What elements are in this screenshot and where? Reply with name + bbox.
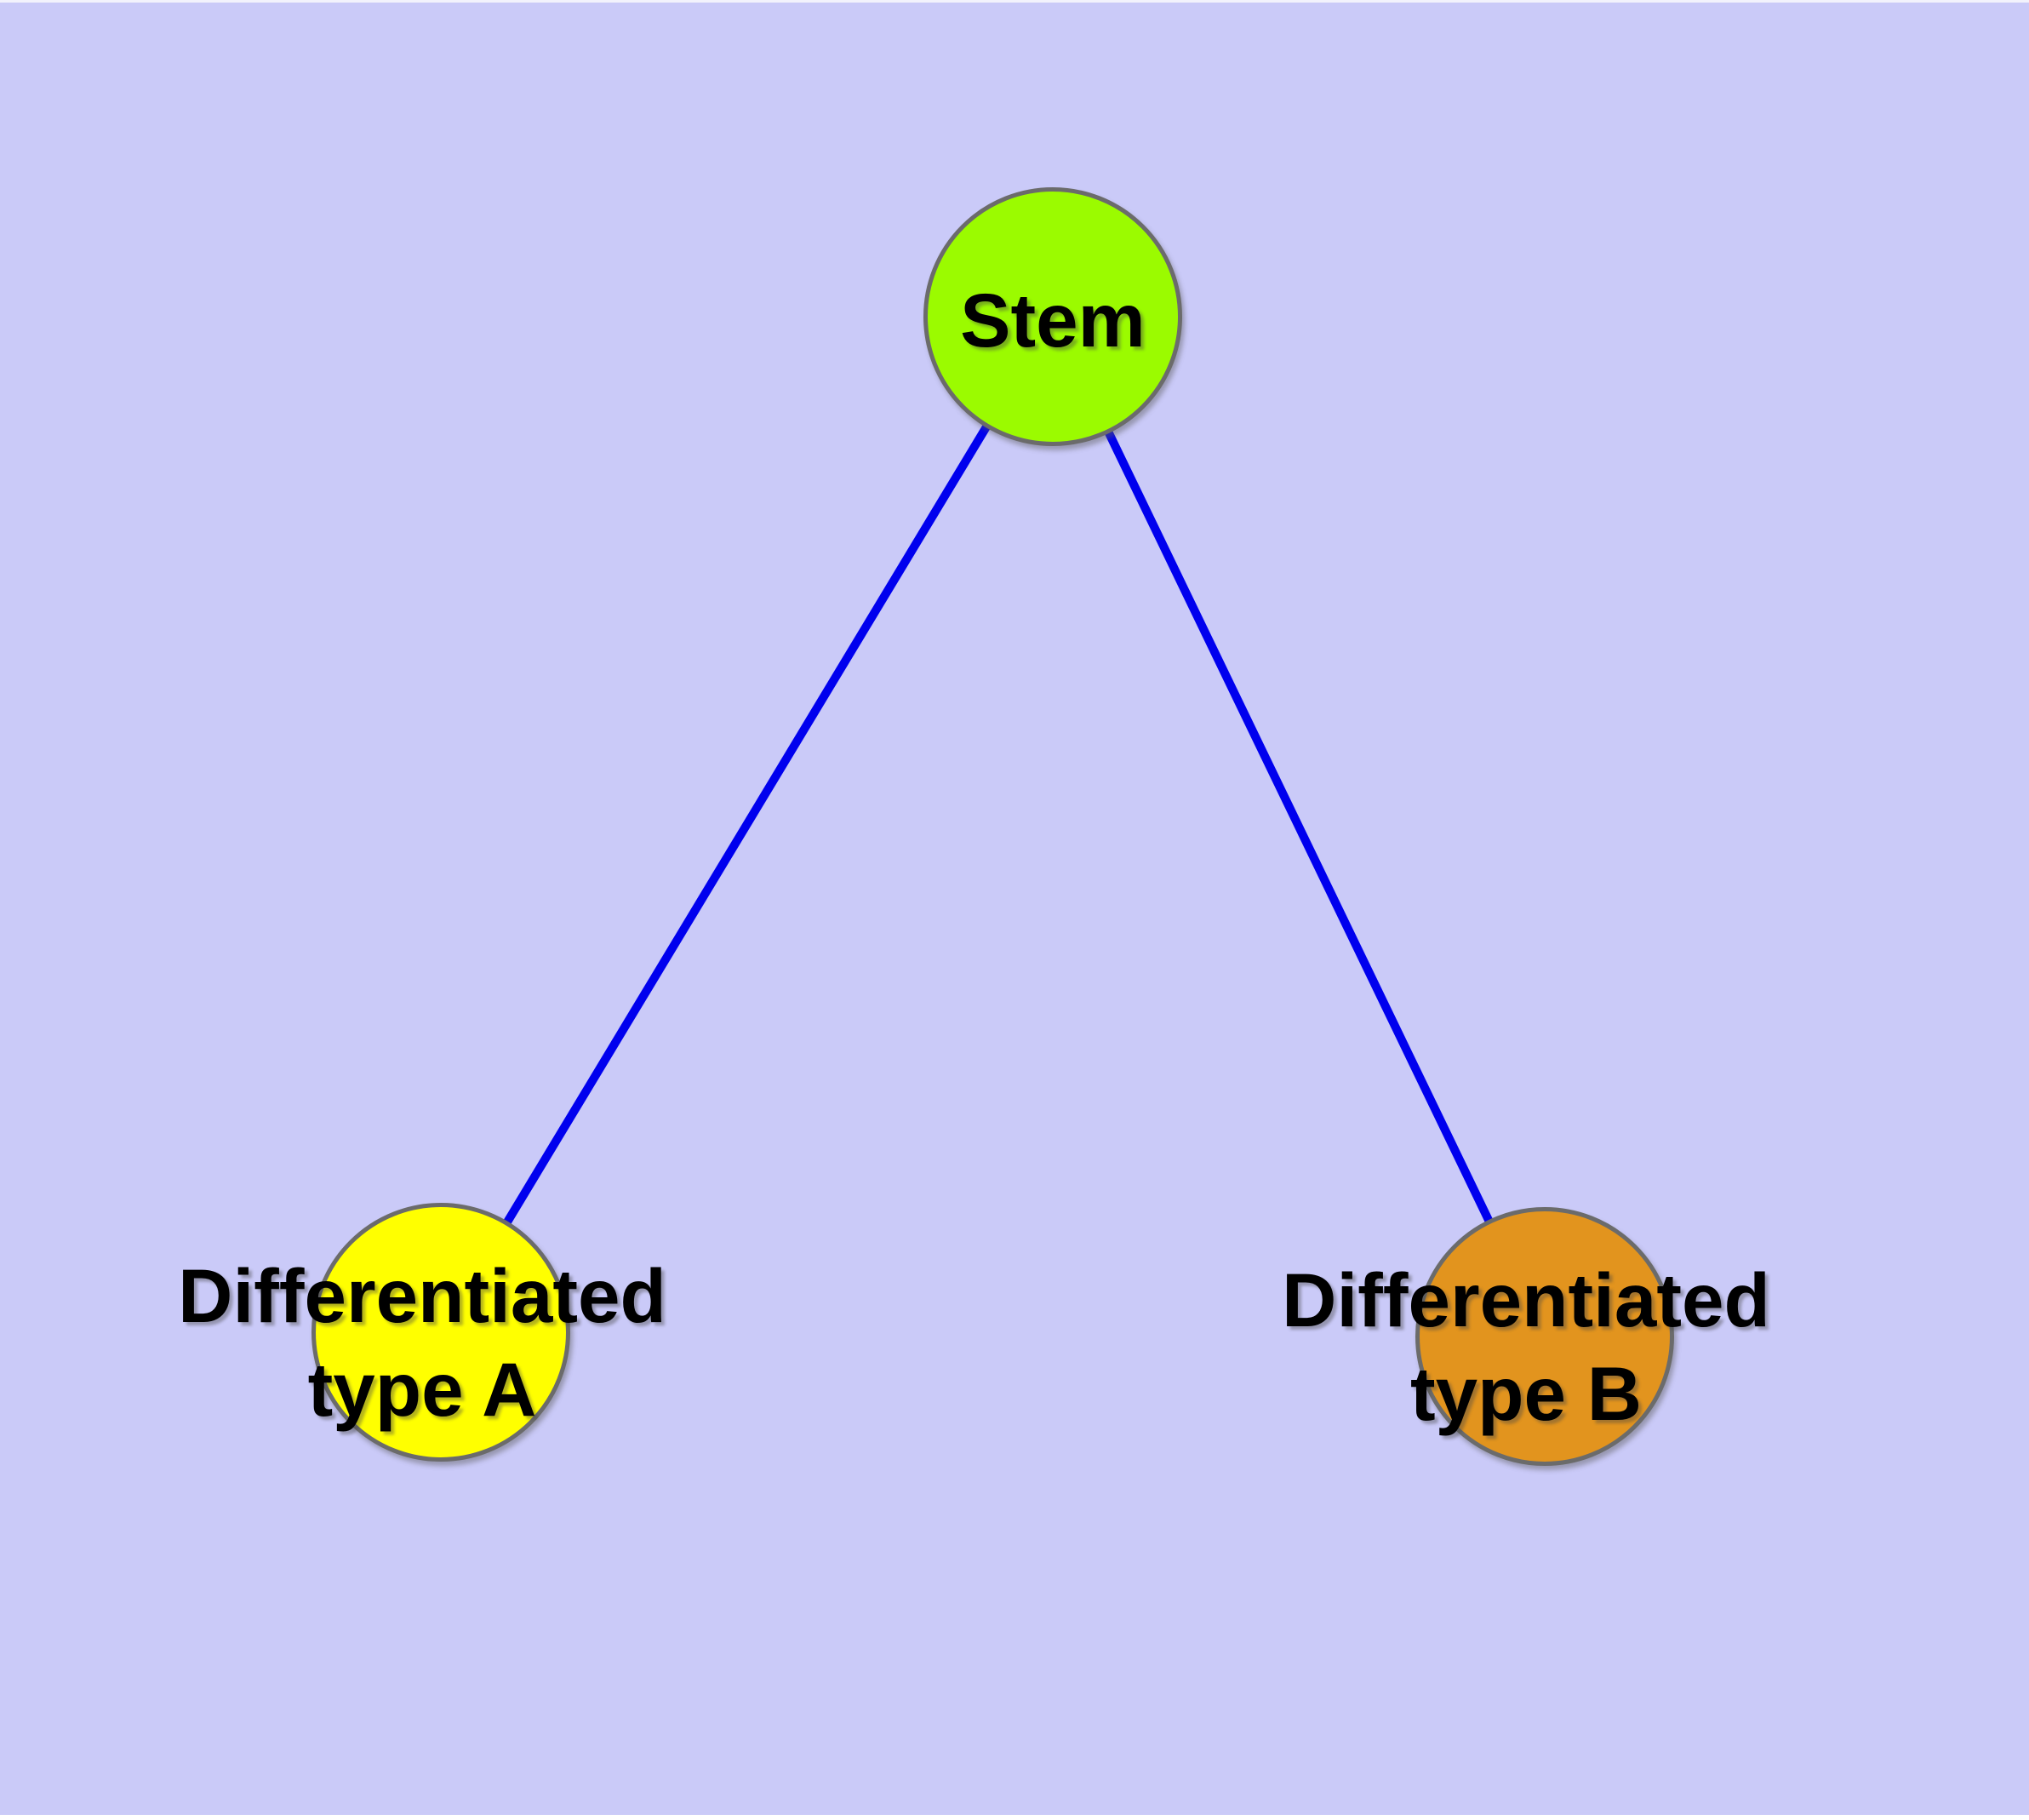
node-differentiated-type-b — [1415, 1207, 1674, 1466]
node-label-differentiated-type-b: Differentiated type B — [1282, 1253, 1770, 1440]
node-stem — [923, 187, 1182, 446]
node-label-line1: Differentiated — [178, 1253, 666, 1338]
edge-stem-to-differentiated-type-a — [437, 314, 1057, 1335]
node-label-line1: Differentiated — [1282, 1257, 1770, 1342]
page-edge-bottom — [0, 1815, 2029, 1820]
node-label-stem: Stem — [960, 273, 1146, 367]
node-label-line2: type A — [307, 1347, 537, 1432]
node-label-line2: type B — [1409, 1351, 1642, 1436]
node-label-line1: Stem — [960, 278, 1146, 363]
node-label-differentiated-type-a: Differentiated type A — [178, 1249, 666, 1436]
node-differentiated-type-a — [311, 1203, 570, 1462]
page-edge-top — [0, 0, 2029, 3]
edge-stem-to-differentiated-type-b — [1049, 314, 1549, 1339]
